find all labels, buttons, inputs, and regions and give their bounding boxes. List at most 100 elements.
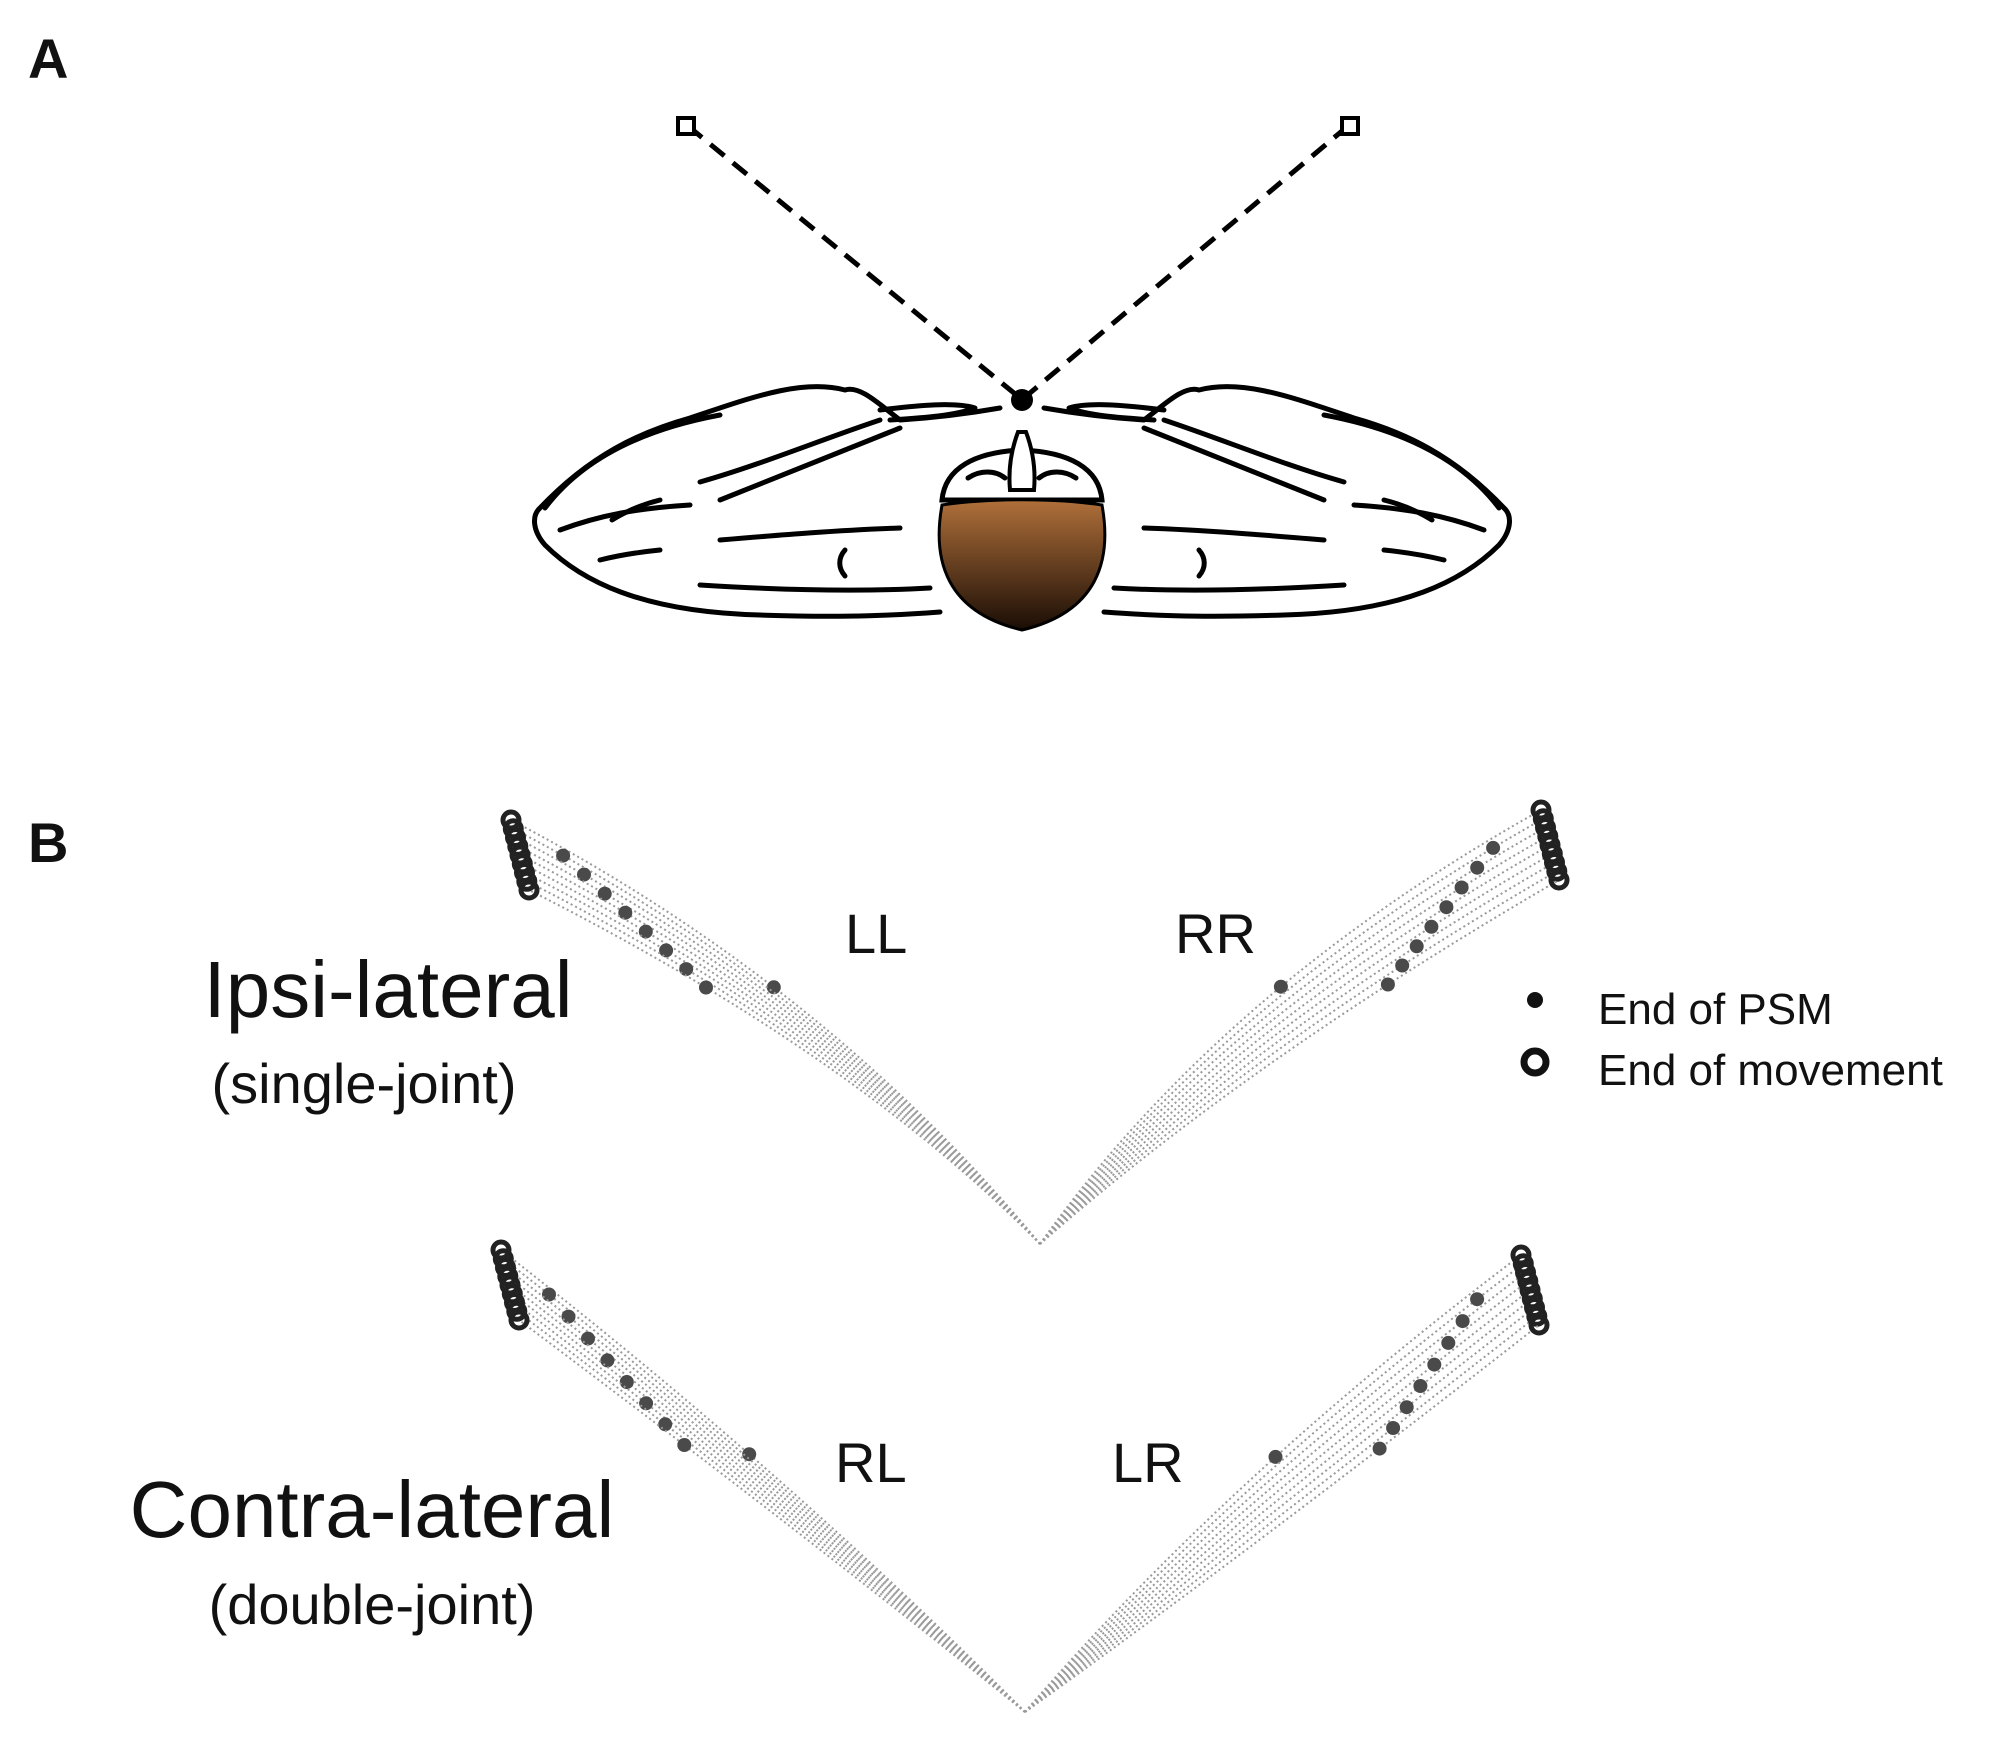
legend-movement-label: End of movement [1598, 1046, 1943, 1095]
ll-psm-dot [659, 943, 674, 958]
ll-trace [526, 880, 1041, 1245]
left-chest-mark [837, 547, 848, 579]
lr-psm-dot [1372, 1441, 1387, 1456]
lr-trace [1024, 1306, 1536, 1713]
left-elbow-line [597, 547, 663, 563]
rl-trace [500, 1249, 1026, 1713]
ll-trace [510, 819, 1041, 1245]
rr-trace [1039, 844, 1551, 1245]
lr-label: LR [1112, 1431, 1184, 1494]
right-forearm-line-1 [1161, 417, 1347, 485]
rr-trace [1039, 870, 1558, 1245]
ll-trace [512, 827, 1041, 1245]
subject-illustration [532, 384, 1512, 632]
lr-psm-dot [1455, 1314, 1470, 1329]
right-eye-line [1036, 469, 1079, 481]
head-hair [937, 498, 1107, 632]
left-forearm-line-1 [697, 417, 883, 485]
lr-trace [1024, 1289, 1531, 1713]
legend-psm-marker [1527, 992, 1543, 1008]
rl-trace [502, 1257, 1026, 1713]
ll-label: LL [845, 902, 907, 965]
rr-end-marker [1548, 869, 1570, 891]
contra-subtitle: (double-joint) [209, 1573, 536, 1636]
ll-psm-dot [618, 905, 633, 920]
rr-trace [1039, 852, 1553, 1245]
rl-psm-dot [677, 1438, 692, 1452]
lr-psm-dot [1399, 1400, 1414, 1415]
rr-psm-dot [1486, 840, 1501, 855]
lr-trace [1024, 1271, 1527, 1713]
lr-psm-dot [1470, 1292, 1485, 1307]
panel-a: A [28, 27, 1512, 632]
rl-psm-dot [600, 1353, 615, 1368]
ll-trace [515, 836, 1041, 1245]
rl-trace [511, 1292, 1026, 1713]
contra-title: Contra-lateral [130, 1465, 615, 1554]
ll-psm-dot [679, 962, 694, 977]
ll-psm-dot [597, 886, 612, 901]
ll-psm-dot [766, 980, 781, 995]
lr-psm-dot [1413, 1379, 1428, 1393]
rr-trace [1039, 826, 1546, 1245]
right-chest-mark [1196, 547, 1207, 579]
trajectories-rr [1039, 799, 1570, 1245]
right-upperarm-line [1351, 502, 1487, 533]
panel-b-letter: B [28, 811, 68, 874]
left-eye-line [965, 469, 1008, 481]
rr-psm-dot [1409, 939, 1424, 954]
lr-psm-dot [1386, 1421, 1401, 1435]
rl-psm-dot [639, 1396, 654, 1411]
legend-movement-marker [1520, 1047, 1550, 1077]
rr-psm-dot [1454, 880, 1469, 895]
lr-trace [1024, 1297, 1533, 1713]
rr-trace [1039, 861, 1555, 1245]
right-forearm-line-2 [1141, 425, 1327, 503]
ll-trace [524, 871, 1041, 1245]
ipsi-title: Ipsi-lateral [203, 945, 572, 1034]
ll-trace [528, 889, 1041, 1245]
start-marker [1011, 389, 1033, 411]
rr-psm-dot [1439, 900, 1454, 915]
ll-psm-dot [638, 924, 653, 939]
rl-trace [504, 1266, 1026, 1713]
ll-psm-dot [556, 848, 571, 863]
legend: End of PSM End of movement [1520, 985, 1943, 1095]
right-arm-outline [1041, 384, 1512, 619]
left-arm-outline [532, 384, 1003, 619]
rr-trace [1039, 835, 1549, 1245]
ipsi-subtitle: (single-joint) [212, 1052, 517, 1115]
rl-psm-dot [542, 1287, 556, 1302]
panel-b: B Ipsi-lateral (single-joint) Contra-lat… [28, 799, 1943, 1713]
rr-trace [1039, 817, 1544, 1245]
right-arm-inner [1321, 412, 1502, 511]
nose-outline [1007, 430, 1037, 492]
lr-end-marker [1528, 1314, 1550, 1336]
lr-psm-dot [1441, 1335, 1456, 1350]
right-shoulder-line [1141, 525, 1327, 543]
left-shoulder-line [717, 525, 903, 543]
rl-psm-dot [658, 1417, 673, 1432]
target-lines [676, 116, 1360, 411]
rl-psm-dot [742, 1447, 757, 1462]
rl-end-marker [508, 1309, 530, 1331]
legend-psm-label: End of PSM [1598, 985, 1833, 1034]
rr-psm-dot [1380, 977, 1395, 992]
rr-psm-dot [1273, 979, 1288, 994]
rl-trace [509, 1284, 1026, 1713]
ll-trace [517, 845, 1041, 1245]
lr-psm-dot [1427, 1357, 1442, 1372]
left-torso-line [697, 582, 933, 593]
rl-label: RL [835, 1431, 907, 1494]
right-target-line [1022, 124, 1350, 400]
panel-a-letter: A [28, 27, 68, 90]
rr-trace [1039, 809, 1542, 1245]
left-forearm-line-2 [717, 425, 903, 503]
rr-trace [1039, 879, 1560, 1245]
rl-trace [513, 1301, 1026, 1713]
left-arm-inner [542, 412, 723, 511]
trajectories-rl [490, 1239, 1026, 1713]
ll-end-marker [518, 879, 540, 901]
ll-psm-dot [699, 980, 713, 995]
